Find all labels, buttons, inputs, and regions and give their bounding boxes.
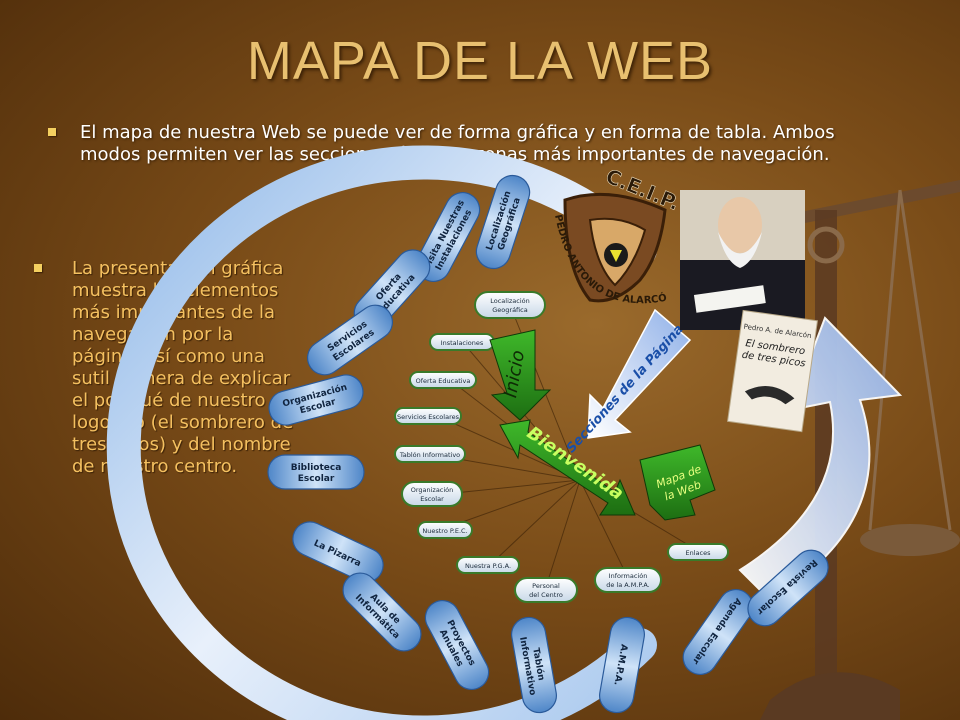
book-cover: Pedro A. de Alarcón El sombrero de tres … [727, 309, 818, 433]
index-button[interactable]: Nuestro P.E.C. [417, 521, 473, 539]
index-button[interactable]: Enlaces [667, 543, 729, 561]
index-button-label: Oferta Educativa [416, 377, 471, 385]
bullet-marker [48, 128, 56, 136]
index-button-label: Personal [532, 582, 560, 590]
index-button-label: Nuestro P.E.C. [422, 527, 467, 535]
index-buttons: LocalizaciónGeográficaInstalacionesOfert… [394, 291, 729, 603]
index-button-label: Geográfica [492, 306, 527, 314]
bullet-marker [34, 264, 42, 272]
index-button[interactable]: Nuestra P.G.A. [456, 556, 520, 574]
index-button-label: Enlaces [686, 549, 712, 557]
section-tube[interactable]: Agenda Escolar [677, 583, 760, 681]
index-button-label: Servicios Escolares [397, 413, 460, 421]
index-button-label: Información [609, 572, 648, 580]
index-button-label: Escolar [420, 495, 444, 503]
index-button[interactable]: Tablón Informativo [394, 445, 466, 463]
mapa-web-arrow[interactable]: Mapa de la Web [639, 444, 716, 521]
index-button[interactable]: Servicios Escolares [394, 407, 462, 425]
section-tube-label: Biblioteca [291, 463, 342, 473]
index-button-label: Instalaciones [441, 339, 484, 347]
section-tube-label: Escolar [298, 474, 335, 484]
big-curved-arrow [738, 316, 903, 602]
section-tube[interactable]: La Pizarra [287, 516, 388, 587]
index-button-label: Organización [411, 486, 454, 494]
index-button-label: Tablón Informativo [399, 451, 460, 459]
page-title: MAPA DE LA WEB [246, 31, 714, 91]
index-button-label: Nuestra P.G.A. [465, 562, 511, 570]
section-tube[interactable]: A.M.P.A. [597, 615, 647, 715]
index-button-label: del Centro [529, 591, 563, 599]
school-logo: C.E.I.P. PEDRO ANTONIO DE ALARCÓN [0, 0, 683, 306]
index-button-label: Localización [490, 297, 530, 305]
navigation-ring [106, 145, 657, 720]
index-button[interactable]: Oferta Educativa [409, 371, 477, 389]
index-button[interactable]: Instalaciones [429, 333, 495, 351]
author-portrait [680, 190, 805, 330]
logo-arc-text: PEDRO ANTONIO DE ALARCÓN [0, 0, 668, 306]
index-button-label: de la A.M.P.A. [606, 581, 650, 589]
inicio-arrow[interactable]: Inicio [489, 329, 552, 421]
